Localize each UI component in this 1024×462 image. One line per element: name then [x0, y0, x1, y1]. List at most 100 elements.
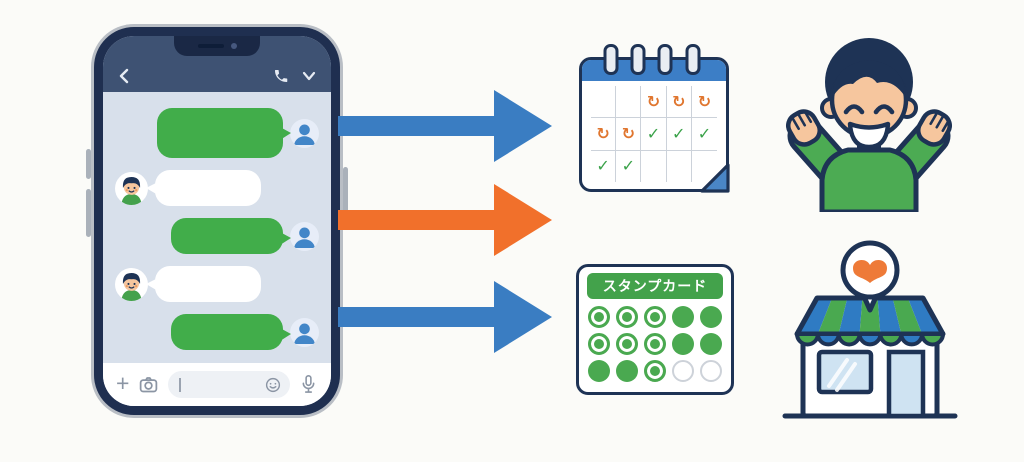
repeat-icon: ↻	[697, 91, 712, 111]
flow-arrow-middle	[338, 184, 552, 256]
closed-happy-eye	[843, 104, 865, 115]
chat-message-sent	[115, 108, 319, 158]
striped-awning	[794, 295, 946, 347]
stamp-card: スタンプカード	[576, 264, 734, 395]
check-icon: ✓	[671, 123, 686, 143]
calendar-cell-empty	[667, 150, 692, 182]
person-silhouette-icon	[294, 227, 315, 248]
stamp-filled	[672, 306, 694, 328]
flow-arrow-top	[338, 90, 552, 162]
stamp-filled	[700, 333, 722, 355]
calendar-cell-repeat: ↻	[591, 118, 617, 151]
stamp-filled	[672, 333, 694, 355]
microphone-icon[interactable]	[299, 374, 318, 395]
attach-plus-icon[interactable]: +	[116, 370, 130, 396]
friend-avatar	[115, 267, 148, 301]
message-input[interactable]	[168, 371, 290, 398]
repeat-icon: ↻	[596, 123, 610, 143]
chat-bubble-sent	[171, 218, 291, 254]
smiling-mouth	[847, 121, 891, 150]
phone-notch	[174, 36, 260, 56]
calendar-cell-empty	[591, 86, 617, 119]
arrow-shape	[338, 90, 552, 162]
stamp-empty	[700, 360, 722, 382]
chat-messages	[103, 92, 331, 363]
left-hand	[786, 109, 822, 147]
phone-side-button	[86, 149, 91, 179]
right-hand	[916, 109, 952, 147]
stamp-ring	[644, 333, 666, 355]
emoji-icon[interactable]	[264, 376, 282, 394]
front-camera-dot	[230, 43, 237, 49]
storefront	[782, 240, 958, 419]
chat-bubble-received	[146, 266, 261, 302]
calendar-cell-repeat: ↻	[666, 86, 692, 119]
friend-avatar	[115, 171, 148, 205]
arrow-shape	[338, 184, 552, 256]
shop-door	[886, 349, 926, 419]
chat-message-sent	[115, 314, 319, 350]
chat-message-received	[115, 266, 319, 302]
closed-happy-eye	[873, 104, 895, 115]
user-avatar	[290, 317, 319, 347]
stamp-grid	[587, 306, 723, 382]
call-icon[interactable]	[273, 68, 289, 84]
stamp-filled	[588, 360, 610, 382]
calendar: ↻↻↻↻↻✓✓✓✓✓	[579, 44, 730, 193]
arrow-shape	[338, 281, 552, 353]
stamp-ring	[588, 333, 610, 355]
flow-arrow-bottom	[338, 281, 552, 353]
calendar-cell-check: ✓	[691, 118, 717, 151]
heart-icon	[853, 259, 887, 283]
phone-side-button	[343, 167, 348, 223]
smartphone: +	[86, 27, 348, 415]
user-avatar	[290, 221, 319, 251]
check-icon: ✓	[596, 156, 610, 176]
camera-icon[interactable]	[138, 374, 159, 395]
chat-bubble-received	[146, 170, 261, 206]
stamp-ring	[644, 360, 666, 382]
phone-side-button	[86, 189, 91, 237]
chat-header	[103, 36, 331, 92]
stamp-card-title: スタンプカード	[587, 273, 723, 299]
user-avatar	[290, 118, 319, 148]
calendar-ring	[657, 44, 672, 75]
message-composer: +	[103, 363, 331, 406]
hair-fringe	[832, 60, 906, 98]
calendar-cell-repeat: ↻	[616, 118, 642, 151]
calendar-ring	[685, 44, 701, 75]
shop-window	[816, 349, 874, 395]
chat-message-sent	[115, 218, 319, 254]
phone-screen: +	[103, 36, 331, 406]
stamp-ring	[616, 306, 638, 328]
stamp-filled	[700, 306, 722, 328]
chat-message-received	[115, 170, 319, 206]
calendar-cell-empty	[616, 86, 642, 119]
chat-bubble-sent	[171, 314, 291, 350]
calendar-cell-check: ✓	[666, 118, 692, 151]
calendar-cell-check: ✓	[591, 150, 617, 182]
repeat-icon: ↻	[646, 91, 661, 111]
calendar-cell-empty	[641, 150, 667, 182]
calendar-cell-repeat: ↻	[641, 86, 667, 119]
person-silhouette-icon	[294, 124, 315, 145]
check-icon: ✓	[646, 123, 661, 143]
page-fold-corner	[700, 163, 730, 193]
friend-face-icon	[121, 272, 142, 301]
calendar-cell-check: ✓	[641, 118, 667, 151]
calendar-ring	[603, 44, 618, 75]
collapse-chevron-icon[interactable]	[302, 71, 316, 81]
calendar-ring	[630, 44, 645, 75]
check-icon: ✓	[697, 123, 712, 143]
stamp-ring	[644, 306, 666, 328]
happy-person	[786, 38, 952, 212]
back-chevron-icon[interactable]	[118, 68, 130, 84]
chat-bubble-sent	[157, 108, 291, 158]
person-silhouette-icon	[294, 323, 315, 344]
calendar-grid: ↻↻↻↻↻✓✓✓✓✓	[591, 86, 717, 182]
calendar-cell-repeat: ↻	[691, 86, 717, 119]
check-icon: ✓	[621, 156, 635, 176]
repeat-icon: ↻	[671, 91, 686, 111]
speaker-slot	[197, 43, 224, 49]
